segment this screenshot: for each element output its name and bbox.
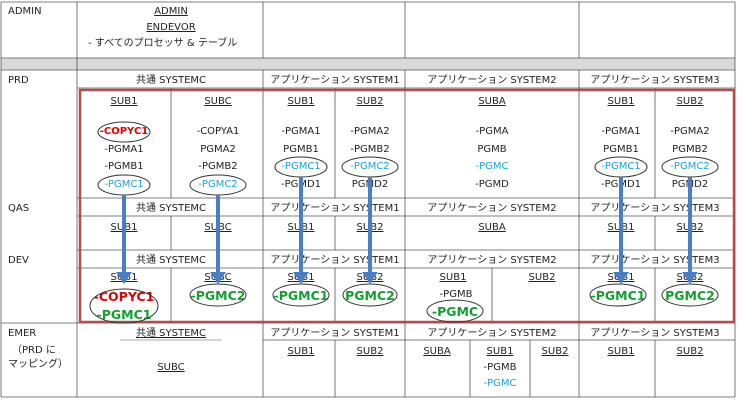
emer-s3-sub1: SUB1 [607,346,635,357]
prd-system-1: アプリケーション SYSTEM1 [270,75,400,86]
prd-s1-sub1-pgmb1: PGMB1 [283,144,319,155]
prd-c-sub1: SUB1 [110,96,138,107]
prd-system-3: アプリケーション SYSTEM3 [590,75,720,86]
prd-s3-sub1-pgmd1: -PGMD1 [600,179,642,190]
dev-s2-sub1: SUB1 [439,272,467,283]
prd-s3-sub2: SUB2 [676,96,704,107]
qas-s3-sub2: SUB2 [676,222,704,233]
prd-s3-sub1-pgmb1: PGMB1 [603,144,639,155]
prd-s3-sub1: SUB1 [607,96,635,107]
dev-s3-sub2: SUB2 [676,272,704,283]
emer-s1-sub2: SUB2 [356,346,384,357]
row-label-admin: ADMIN [8,6,42,17]
dev-s2-sub2: SUB2 [528,272,556,283]
row-label-prd: PRD [8,75,29,86]
prd-s3-sub2-pgmd2: PGMD2 [671,179,709,190]
prd-s1-sub1-pgma1: -PGMA1 [281,126,321,137]
emer-note-line2: マッピング） [8,359,68,370]
emer-s2-suba: SUBA [423,346,451,357]
dev-system-2: アプリケーション SYSTEM2 [427,255,557,266]
row-label-emer: EMER [8,328,37,339]
dev-s3-sub1-pgmc1: -PGMC1 [590,288,646,303]
prd-system-2: アプリケーション SYSTEM2 [427,75,557,86]
prd-s1-sub2-pgmb2: -PGMB2 [350,144,390,155]
emer-s2-sub1-pgmb: -PGMB [483,362,517,373]
qas-s2-suba: SUBA [478,222,506,233]
prd-s3-sub2-pgma2: -PGMA2 [670,126,710,137]
emer-system-3: アプリケーション SYSTEM3 [590,328,720,339]
qas-system-1: アプリケーション SYSTEM1 [270,203,400,214]
qas-s1-sub2: SUB2 [356,222,384,233]
prd-c-sub1-pgmc1: -PGMC1 [104,179,144,190]
prd-s1-sub2-pgmd2: PGMD2 [351,179,389,190]
prd-s1-sub2: SUB2 [356,96,384,107]
qas-c-sub1: SUB1 [110,222,138,233]
qas-c-subc: SUBC [204,222,232,233]
emer-system-c: 共通 SYSTEMC [135,328,207,339]
emer-s2-sub2: SUB2 [541,346,569,357]
dev-s2-sub1-pgmc: -PGMC [431,304,479,319]
prd-system-c: 共通 SYSTEMC [135,75,207,86]
prd-c-sub1-pgmb1: -PGMB1 [104,161,144,172]
prd-c-subc-pgma2: PGMA2 [200,144,236,155]
prd-s3-sub2-pgmc2: -PGMC2 [670,161,710,172]
prd-c-subc-pgmc2: -PGMC2 [198,179,238,190]
dev-s3-sub2-pgmc2: PGMC2 [665,288,715,303]
emer-s2-sub1-pgmc: -PGMC [483,378,517,389]
prd-s2-suba-pgmd: -PGMD [475,179,509,190]
prd-c-subc-copya1: -COPYA1 [196,126,240,137]
qas-system-3: アプリケーション SYSTEM3 [590,203,720,214]
dev-c-subc-pgmc2: -PGMC2 [190,288,246,303]
prd-s2-suba-pgma: -PGMA [475,126,509,137]
prd-s1-sub1-pgmd1: -PGMD1 [280,179,322,190]
emer-system-1: アプリケーション SYSTEM1 [270,328,400,339]
dev-s1-sub1: SUB1 [287,272,315,283]
dev-s1-sub1-pgmc1: -PGMC1 [273,288,329,303]
dev-s2-sub1-pgmb: -PGMB [439,289,473,300]
prd-c-subc: SUBC [204,96,232,107]
dev-c-sub1: SUB1 [110,272,138,283]
dev-system-3: アプリケーション SYSTEM3 [590,255,720,266]
prd-s3-sub1-pgma1: -PGMA1 [601,126,641,137]
prd-s3-sub2-pgmb2: PGMB2 [672,144,708,155]
dev-c-sub1-pgmc1: -PGMC1 [96,307,152,322]
admin-title: ADMIN [154,6,188,17]
prd-s1-sub2-pgma2: -PGMA2 [350,126,390,137]
prd-c-sub1-copyc1: -COPYC1 [99,126,149,137]
dev-s1-sub2: SUB2 [356,272,384,283]
emer-s1-sub1: SUB1 [287,346,315,357]
admin-description: - すべてのプロセッサ & テーブル [88,38,238,49]
admin-endevor: ENDEVOR [146,22,196,33]
prd-s1-sub2-pgmc2: -PGMC2 [350,161,390,172]
prd-c-subc-pgmb2: -PGMB2 [198,161,238,172]
emer-c-subc: SUBC [157,362,185,373]
dev-system-c: 共通 SYSTEMC [135,255,207,266]
dev-s1-sub2-pgmc2: PGMC2 [345,288,395,303]
prd-s1-sub1-pgmc1: -PGMC1 [281,161,321,172]
qas-system-2: アプリケーション SYSTEM2 [427,203,557,214]
qas-s1-sub1: SUB1 [287,222,315,233]
row-label-qas: QAS [8,203,30,214]
qas-system-c: 共通 SYSTEMC [135,203,207,214]
qas-s3-sub1: SUB1 [607,222,635,233]
prd-s1-sub1: SUB1 [287,96,315,107]
prd-s2-suba-pgmb: PGMB [477,144,507,155]
dev-c-sub1-copyc1: -COPYC1 [93,289,155,304]
emer-system-2: アプリケーション SYSTEM2 [427,328,557,339]
dev-s3-sub1: SUB1 [607,272,635,283]
emer-s2-sub1: SUB1 [486,346,514,357]
prd-s2-suba: SUBA [478,96,506,107]
prd-s3-sub1-pgmc1: -PGMC1 [601,161,641,172]
dev-c-subc: SUBC [204,272,232,283]
emer-note-line1: （PRD に [12,345,56,356]
emer-s3-sub2: SUB2 [676,346,704,357]
row-label-dev: DEV [8,255,29,266]
grey-band [1,58,735,70]
dev-system-1: アプリケーション SYSTEM1 [270,255,400,266]
prd-c-sub1-pgma1: -PGMA1 [104,144,144,155]
prd-s2-suba-pgmc: -PGMC [475,161,509,172]
